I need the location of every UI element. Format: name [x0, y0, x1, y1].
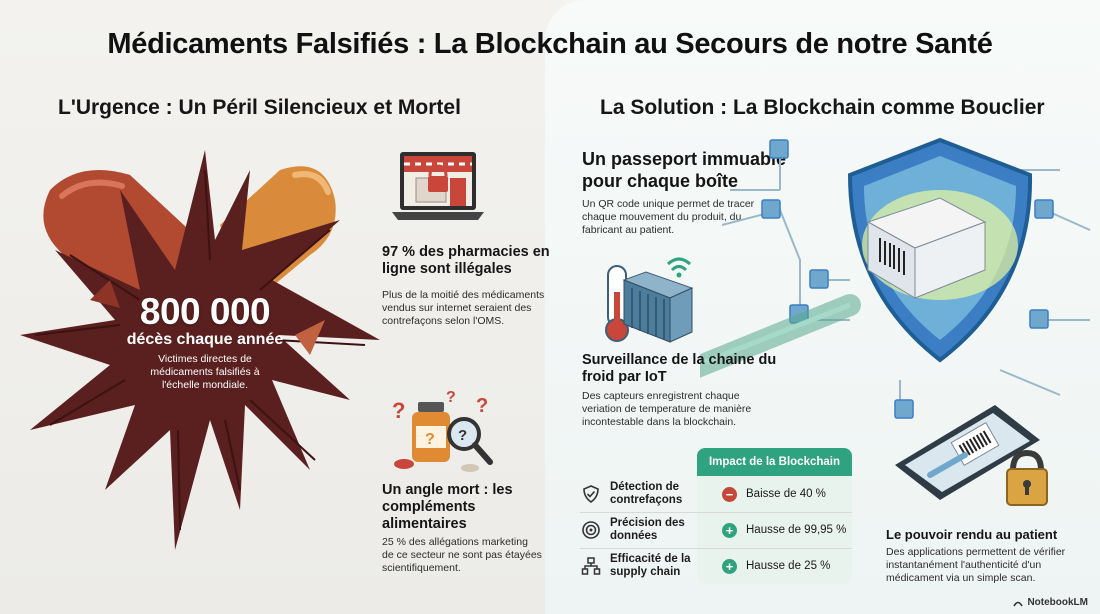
passport-body: Un QR code unique permet de tracer chaqu… — [582, 198, 755, 236]
target-icon — [580, 519, 602, 541]
phone-scan-lock-icon — [895, 405, 1048, 506]
impact-table-header: Impact de la Blockchain — [697, 448, 852, 476]
supplements-body: 25 % des allégations marketing de ce sec… — [382, 536, 542, 574]
iot-body: Des capteurs enregistrent chaque veriati… — [582, 390, 752, 428]
death-stat-number: 800 000 — [139, 291, 271, 332]
right-section-title: La Solution : La Blockchain comme Boucli… — [600, 96, 1045, 119]
patient-heading: Le pouvoir rendu au patient — [886, 527, 1058, 542]
row-label: Efficacité de la supply chain — [610, 553, 691, 578]
patient-body: Des applications permettent de vérifier … — [886, 546, 1066, 584]
row-value: Hausse de 99,95 % — [746, 524, 847, 536]
supplements-heading: Un angle mort : les compléments alimenta… — [382, 482, 513, 532]
death-stat-description: Victimes directes de médicaments falsifi… — [150, 353, 260, 391]
network-lines — [721, 150, 1091, 410]
page-title: Médicaments Falsifiés : La Blockchain au… — [107, 28, 993, 60]
broken-capsule-illustration — [20, 150, 380, 550]
pharmacies-heading: 97 % des pharmacies en ligne sont illéga… — [382, 244, 550, 277]
row-label: Détection de contrefaçons — [610, 481, 683, 506]
crack-burst — [20, 150, 380, 550]
row-value: Hausse de 25 % — [746, 560, 831, 572]
table-row: Efficacité de la supply chain + Hausse d… — [580, 548, 852, 584]
blockchain-shield-illustration — [700, 137, 1091, 419]
network-icon — [580, 555, 602, 577]
medicine-box-barcode-icon — [866, 197, 987, 299]
online-pharmacy-laptop-icon — [392, 152, 484, 220]
supplement-bottle-magnifier-icon: ? ? ? ? ? — [392, 389, 493, 472]
iot-container-thermometer-icon — [605, 257, 694, 343]
passport-heading: Un passeport immuable pour chaque boîte — [582, 149, 787, 191]
svg-text:?: ? — [458, 427, 467, 444]
brand-name: NotebookLM — [1027, 597, 1088, 608]
shield-check-icon — [580, 483, 602, 505]
row-value: Baisse de 40 % — [746, 488, 826, 500]
pharmacies-body: Plus de la moitié des médicaments vendus… — [382, 289, 545, 327]
notebooklm-logo-icon — [1013, 601, 1024, 606]
brand-footer: NotebookLM — [1013, 597, 1088, 608]
row-label: Précision des données — [610, 517, 685, 542]
table-row: Précision des données + Hausse de 99,95 … — [580, 512, 852, 548]
svg-text:?: ? — [392, 398, 405, 423]
iot-heading: Surveillance de la chaine du froid par I… — [582, 352, 777, 385]
svg-text:?: ? — [425, 431, 435, 448]
death-stat-label: décès chaque année — [126, 331, 284, 348]
plus-icon: + — [722, 558, 737, 574]
divider — [580, 548, 852, 549]
table-row: Détection de contrefaçons − Baisse de 40… — [580, 476, 852, 512]
divider — [580, 512, 852, 513]
svg-text:?: ? — [476, 395, 488, 417]
left-section-title: L'Urgence : Un Péril Silencieux et Morte… — [58, 96, 461, 119]
svg-text:?: ? — [446, 389, 456, 406]
plus-icon: + — [722, 522, 737, 538]
minus-icon: − — [722, 486, 737, 502]
